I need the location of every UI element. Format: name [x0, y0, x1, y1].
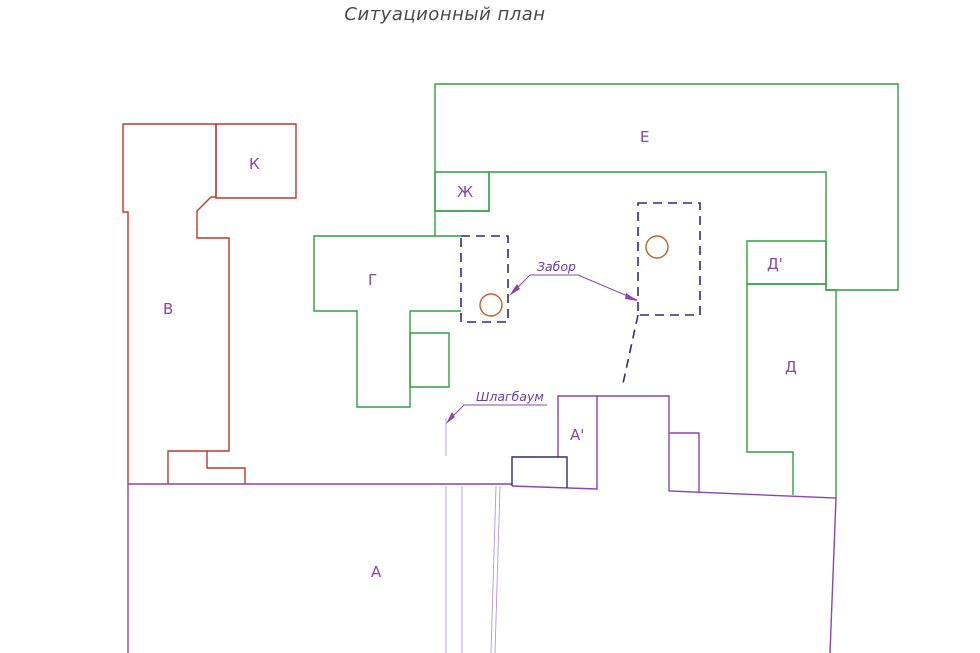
- building-a-east-outline: [511, 395, 837, 653]
- building-d-outline: [746, 283, 837, 498]
- barrier-arrowhead-icon: [446, 412, 455, 424]
- building-a-annex-outline: [669, 432, 700, 493]
- label-building-zh: Ж: [457, 183, 473, 201]
- barrier-leader-line: [447, 404, 547, 422]
- building-k-outline: [215, 123, 297, 199]
- building-g-annex-outline: [410, 332, 450, 388]
- label-building-d-prime: Д': [767, 255, 783, 273]
- building-a-outline: [127, 483, 512, 653]
- tree-icon: [479, 293, 503, 317]
- plan-title: Ситуационный план: [344, 4, 546, 25]
- label-building-a: А: [371, 563, 382, 581]
- fence-connector: [621, 314, 639, 389]
- fence-left: [460, 235, 509, 323]
- building-v-outline: [122, 123, 230, 484]
- shed-outline: [511, 456, 568, 488]
- building-d-prime-outline: [746, 240, 827, 285]
- label-building-d: Д: [785, 358, 797, 376]
- fence-leader-line: [513, 274, 638, 301]
- callout-barrier: Шлагбаум: [476, 389, 544, 404]
- label-building-e: Е: [640, 128, 649, 146]
- fence-arrowhead-icon: [509, 284, 520, 296]
- building-e-outline: [434, 83, 899, 291]
- building-g-outline: [313, 235, 461, 408]
- building-v-outline: [167, 450, 246, 484]
- label-building-g: Г: [368, 271, 377, 289]
- fence-right: [637, 202, 701, 316]
- label-building-v: В: [163, 300, 173, 318]
- callout-fence: Забор: [537, 259, 576, 274]
- building-zh-outline: [434, 171, 490, 212]
- building-a-partition-line: [490, 485, 497, 653]
- building-a-partition-line: [494, 485, 501, 653]
- fence-arrowhead-icon: [625, 293, 638, 301]
- label-building-k: К: [249, 155, 260, 173]
- building-a-prime-outline: [557, 395, 597, 457]
- label-building-a-prime: А': [570, 426, 584, 444]
- tree-icon: [645, 235, 669, 259]
